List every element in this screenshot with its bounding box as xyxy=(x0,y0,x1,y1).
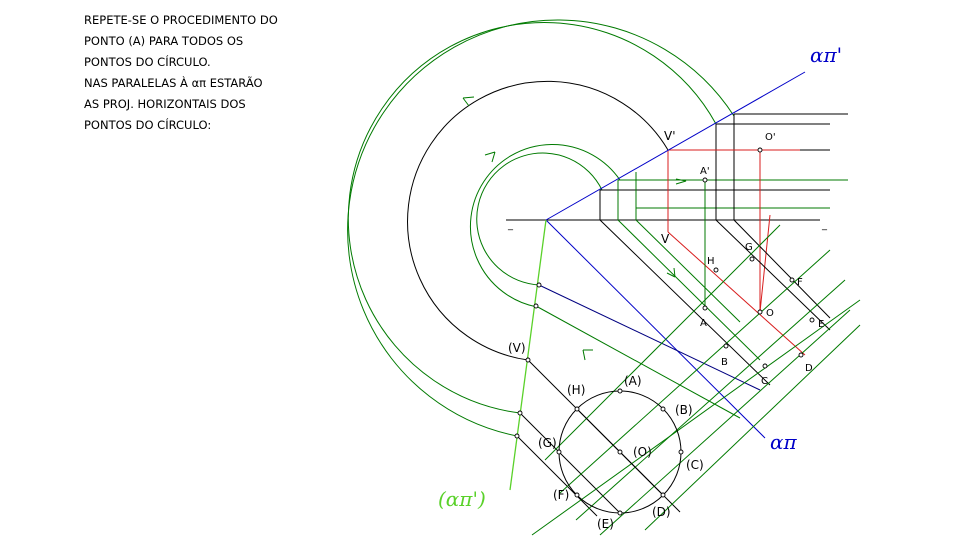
green-parallel xyxy=(644,324,861,531)
arc-arrow-icon xyxy=(462,96,475,107)
point-marker xyxy=(757,309,763,315)
point-marker xyxy=(617,510,623,516)
label-f-rot: (F) xyxy=(553,488,569,502)
instruction-note: REPETE-SE O PROCEDIMENTO DO PONTO (A) PA… xyxy=(84,10,344,136)
point-marker xyxy=(762,363,768,369)
label-o: O xyxy=(766,308,774,319)
note-line-6: PONTOS DO CÍRCULO: xyxy=(84,118,212,132)
point-marker xyxy=(678,449,684,455)
label-e: E xyxy=(818,319,824,330)
label-v: V xyxy=(661,232,670,246)
label-e-rot: (E) xyxy=(597,517,614,531)
label-h: H xyxy=(707,256,715,267)
label-c: C xyxy=(761,376,768,387)
ground-line-mark-left: _ xyxy=(507,220,514,231)
parallel-line xyxy=(635,219,741,323)
point-marker xyxy=(660,492,666,498)
red-line xyxy=(759,214,771,313)
label-d-rot: (D) xyxy=(652,505,671,519)
note-line-3: PONTOS DO CÍRCULO. xyxy=(84,55,211,69)
arc-arrow-icon xyxy=(484,151,496,163)
green-parallel xyxy=(559,249,831,494)
point-marker xyxy=(525,357,531,363)
parallel-line xyxy=(599,219,771,386)
point-marker xyxy=(574,492,580,498)
outer-rotation-arc-green xyxy=(347,19,735,437)
green-parallel xyxy=(531,299,861,536)
point-markers xyxy=(514,147,815,516)
label-f: F xyxy=(797,277,803,288)
label-a-rot: (A) xyxy=(624,374,642,388)
frontal-trace-line xyxy=(545,71,806,221)
point-marker xyxy=(749,256,755,262)
parallel-line xyxy=(535,305,741,419)
point-marker xyxy=(809,317,815,323)
parallel-line xyxy=(617,219,761,361)
parallel-line xyxy=(519,412,621,514)
parallel-line xyxy=(516,435,598,517)
label-g: G xyxy=(745,242,753,253)
point-marker xyxy=(702,177,708,183)
green-parallel xyxy=(599,309,851,536)
inner-rotation-arc-green xyxy=(469,144,621,308)
parallel-line xyxy=(715,219,831,331)
vertex-rotation-arc-black xyxy=(407,80,669,361)
label-v-prime: V' xyxy=(664,129,676,143)
label-g-rot: (G) xyxy=(538,436,557,450)
point-marker xyxy=(713,267,719,273)
point-marker xyxy=(757,147,763,153)
parallel-line xyxy=(538,284,761,391)
label-b: B xyxy=(721,357,728,368)
point-marker xyxy=(617,449,623,455)
label-v-rot: (V) xyxy=(508,341,526,355)
point-marker xyxy=(574,406,580,412)
point-marker xyxy=(789,277,795,283)
horizontal-trace-line xyxy=(545,219,766,439)
point-marker xyxy=(798,352,804,358)
point-marker xyxy=(517,410,523,416)
green-parallel xyxy=(575,279,846,521)
label-a-prime: A' xyxy=(700,166,710,177)
inner-rotation-arc-green-2 xyxy=(476,152,603,286)
green-parallel xyxy=(544,224,781,461)
outer-rotation-arc-green-2 xyxy=(347,22,717,414)
point-marker xyxy=(536,282,542,288)
point-marker xyxy=(556,449,562,455)
note-line-1: REPETE-SE O PROCEDIMENTO DO xyxy=(84,13,278,27)
point-marker xyxy=(723,343,729,349)
point-marker xyxy=(533,303,539,309)
point-marker xyxy=(617,388,623,394)
note-line-4: NAS PARALELAS À απ ESTARÃO xyxy=(84,76,263,90)
label-h-rot: (H) xyxy=(567,383,585,397)
label-a: A xyxy=(700,318,707,329)
label-c-rot: (C) xyxy=(686,458,704,472)
rotated-trace-line xyxy=(509,219,547,491)
parallel-line xyxy=(733,219,831,319)
ground-line-mark-right: _ xyxy=(821,220,828,231)
note-line-5: AS PROJ. HORIZONTAIS DOS xyxy=(84,97,246,111)
label-d: D xyxy=(805,363,813,374)
arc-arrow-icon xyxy=(582,349,593,361)
note-line-2: PONTO (A) PARA TODOS OS xyxy=(84,34,244,48)
label-b-rot: (B) xyxy=(675,403,693,417)
label-o-prime: O' xyxy=(765,132,776,143)
point-marker xyxy=(514,433,520,439)
point-marker xyxy=(660,406,666,412)
red-line xyxy=(667,231,806,356)
frontal-trace-label: απ' xyxy=(810,43,842,67)
rotated-trace-label: (απ') xyxy=(438,487,486,511)
point-marker xyxy=(702,305,708,311)
label-o-rot: (O) xyxy=(633,445,652,459)
horizontal-trace-label: απ xyxy=(770,430,798,454)
